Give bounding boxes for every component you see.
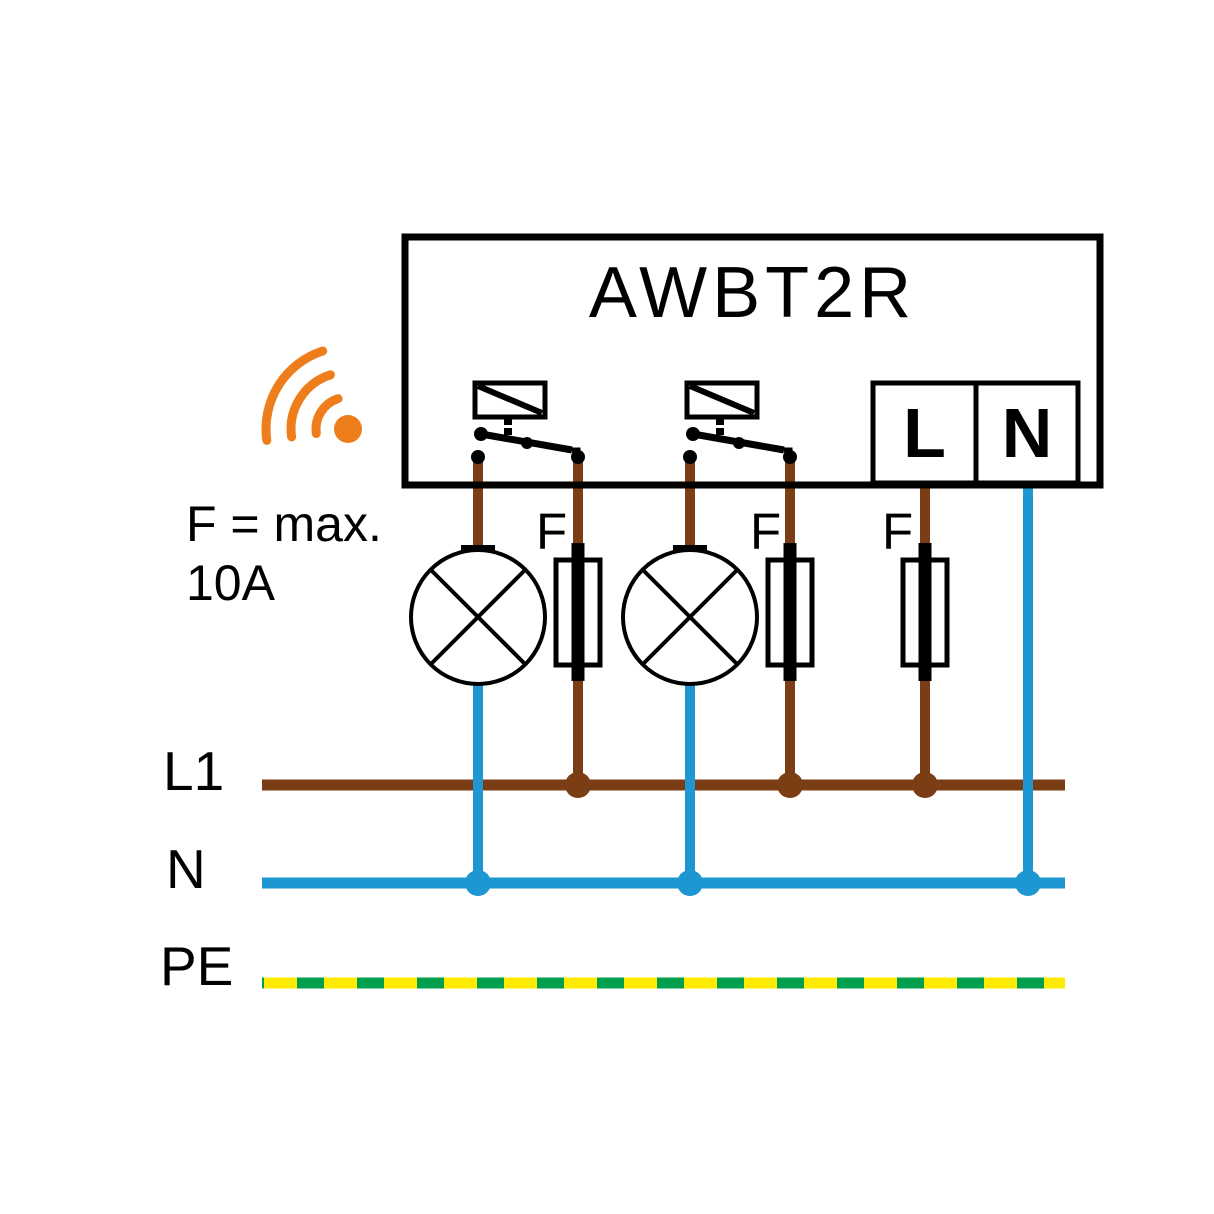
relay-switch1-icon — [471, 380, 585, 464]
junction-dots — [465, 772, 1041, 896]
terminal-l-label: L — [903, 394, 946, 472]
junction-n-lamp1 — [465, 870, 491, 896]
fuse2-icon — [765, 543, 815, 681]
wifi-dot — [334, 415, 362, 443]
device-title: AWBT2R — [588, 253, 917, 333]
junction-n-lamp2 — [677, 870, 703, 896]
terminal-n-label: N — [1001, 394, 1053, 472]
relay1-terminal-right — [571, 450, 585, 464]
relay-switch2-icon — [683, 380, 797, 464]
wifi-signal-icon — [261, 346, 362, 445]
fuse3-icon — [900, 543, 950, 681]
junction-n-terminal — [1015, 870, 1041, 896]
blue-wires — [473, 478, 1033, 886]
junction-l1-fuse2 — [777, 772, 803, 798]
bus-n-label: N — [166, 838, 206, 900]
bus-l1-label: L1 — [163, 740, 225, 802]
relay1-terminal-left — [471, 450, 485, 464]
junction-l1-fuse1 — [565, 772, 591, 798]
fuse-note-line1: F = max. — [186, 496, 382, 552]
brown-wires — [473, 456, 930, 786]
fuse3-label: F — [882, 503, 914, 560]
junction-l1-fuse3 — [912, 772, 938, 798]
lamp1-icon — [409, 545, 547, 686]
lamp2-icon — [621, 545, 759, 686]
fuse1-icon — [553, 543, 603, 681]
fuse2-label: F — [750, 503, 782, 560]
relay2-terminal-left — [683, 450, 697, 464]
relay2-terminal-right — [783, 450, 797, 464]
fuse1-label: F — [536, 503, 568, 560]
fuse-note-line2: 10A — [186, 555, 275, 611]
terminal-n-box — [973, 380, 1081, 486]
device-box — [401, 233, 1104, 489]
bus-pe-label: PE — [160, 935, 234, 997]
